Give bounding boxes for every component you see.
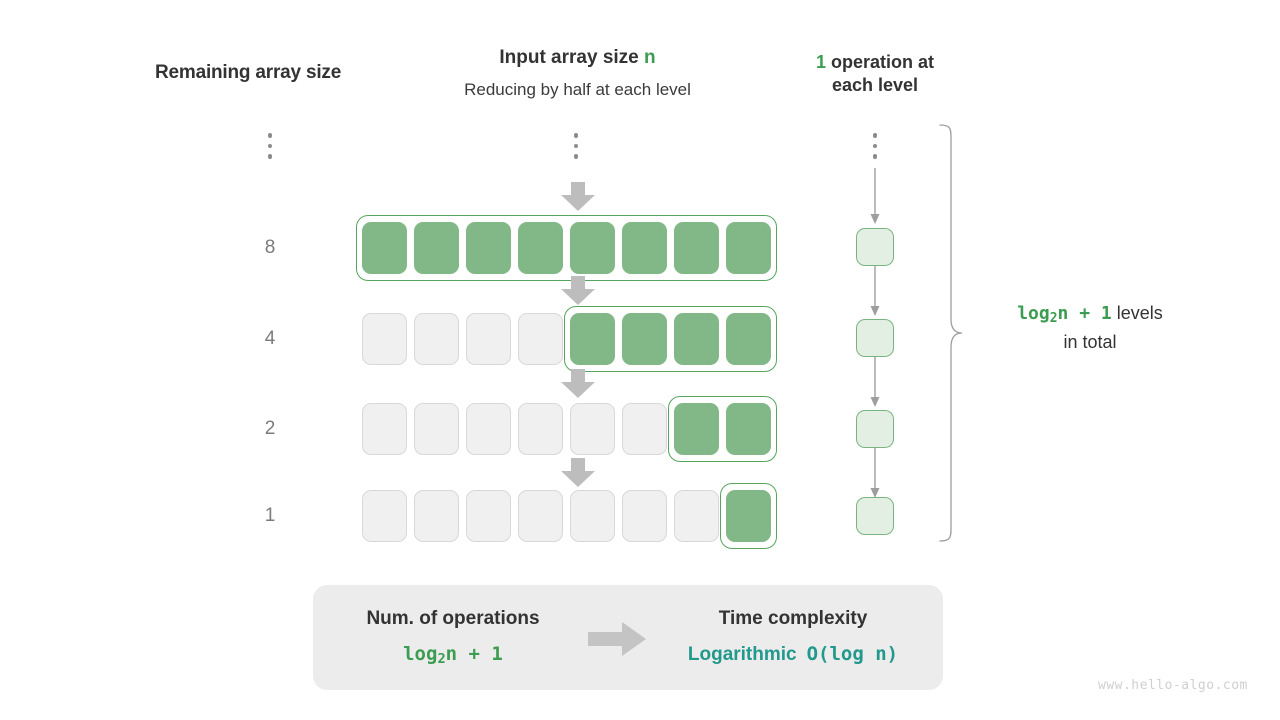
summary-operations-value: log2n + 1	[403, 643, 503, 667]
summary-complexity-value: Logarithmic O(log n)	[668, 643, 918, 666]
ellipsis-middle-column	[569, 133, 583, 165]
array-cell-active	[362, 222, 407, 274]
summary-complexity-title: Time complexity	[718, 608, 868, 629]
array-cell-empty	[674, 490, 719, 542]
row-label-1: 1	[264, 505, 276, 526]
array-cell-empty	[362, 313, 407, 365]
array-cell-empty	[362, 490, 407, 542]
levels-caption-line2: in total	[1063, 331, 1117, 352]
ellipsis-dot	[872, 154, 878, 159]
array-cell-empty	[466, 313, 511, 365]
array-cell-active	[622, 313, 667, 365]
summary-operations-title: Num. of operations	[366, 608, 540, 629]
header-operations-count: 1	[815, 52, 826, 72]
array-cell-empty	[362, 403, 407, 455]
halving-arrow-3	[561, 369, 595, 398]
row-label-4: 4	[264, 328, 276, 349]
summary-arrow-icon	[588, 622, 646, 656]
operation-connector-0	[870, 168, 880, 224]
array-cell-active	[570, 222, 615, 274]
halving-arrow-1	[561, 182, 595, 211]
array-cell-active	[518, 222, 563, 274]
array-cell-empty	[622, 403, 667, 455]
row-label-8: 8	[264, 237, 276, 258]
halving-arrow-2	[561, 276, 595, 305]
summary-operations-column: Num. of operations log2n + 1	[328, 608, 578, 667]
array-cell-empty	[518, 313, 563, 365]
header-operations-line2: each level	[831, 75, 919, 96]
summary-complexity-word: Logarithmic	[687, 644, 797, 665]
operation-connector-2	[870, 357, 880, 407]
row-label-2: 2	[264, 418, 276, 439]
array-cell-active	[674, 403, 719, 455]
active-subarray-outline-1	[720, 483, 777, 549]
ellipsis-dot	[573, 143, 579, 148]
levels-caption-tail: levels	[1111, 303, 1163, 323]
array-cell-empty	[570, 490, 615, 542]
array-cell-empty	[518, 490, 563, 542]
array-cell-active	[622, 222, 667, 274]
levels-brace	[938, 123, 964, 548]
array-cell-active	[570, 313, 615, 365]
operation-connector-1	[870, 266, 880, 316]
array-row-8	[356, 215, 777, 281]
array-row-1	[362, 483, 777, 549]
header-input-array-size-var: n	[644, 47, 656, 68]
operation-box-level-8	[856, 228, 894, 266]
operation-box-level-4	[856, 319, 894, 357]
header-operations-per-level: 1 operation at each level	[790, 51, 960, 97]
array-cell-active	[674, 313, 719, 365]
ellipsis-dot	[267, 133, 273, 138]
watermark: www.hello-algo.com	[1098, 678, 1248, 693]
array-cell-active	[726, 313, 771, 365]
ellipsis-dot	[573, 154, 579, 159]
array-row-2	[362, 396, 777, 462]
ellipsis-dot	[573, 133, 579, 138]
array-cell-empty	[414, 490, 459, 542]
operation-box-level-2	[856, 410, 894, 448]
header-reducing-subtitle: Reducing by half at each level	[464, 80, 691, 99]
ellipsis-dot	[267, 143, 273, 148]
header-operations-line1: operation at	[826, 52, 935, 72]
array-cell-active	[466, 222, 511, 274]
levels-caption: log2n + 1 levels in total	[975, 300, 1205, 355]
ellipsis-dot	[872, 133, 878, 138]
array-cell-empty	[622, 490, 667, 542]
array-cell-active	[674, 222, 719, 274]
array-cell-empty	[466, 403, 511, 455]
ellipsis-dot	[267, 154, 273, 159]
halving-arrow-4	[561, 458, 595, 487]
header-input-array-size-text: Input array size	[499, 47, 645, 68]
operation-box-level-1	[856, 497, 894, 535]
array-cell-empty	[414, 313, 459, 365]
array-cell-empty	[570, 403, 615, 455]
operation-connector-3	[870, 448, 880, 498]
summary-complexity-code: O(log n)	[806, 643, 899, 665]
header-input-array-size: Input array size n	[435, 47, 720, 69]
array-cell-empty	[518, 403, 563, 455]
ellipsis-right-column	[868, 133, 882, 165]
array-row-4	[362, 306, 777, 372]
ellipsis-left-column	[263, 133, 277, 165]
array-cell-active	[726, 222, 771, 274]
levels-formula: log2n + 1	[1017, 303, 1112, 326]
array-cell-active	[726, 490, 771, 542]
active-subarray-outline-4	[564, 306, 777, 372]
array-cell-empty	[466, 490, 511, 542]
ellipsis-dot	[872, 143, 878, 148]
array-cell-active	[726, 403, 771, 455]
summary-complexity-column: Time complexity Logarithmic O(log n)	[668, 608, 918, 666]
array-cell-active	[414, 222, 459, 274]
header-remaining-array-size: Remaining array size	[155, 62, 342, 83]
active-subarray-outline-2	[668, 396, 777, 462]
array-cell-empty	[414, 403, 459, 455]
active-subarray-outline-8	[356, 215, 777, 281]
